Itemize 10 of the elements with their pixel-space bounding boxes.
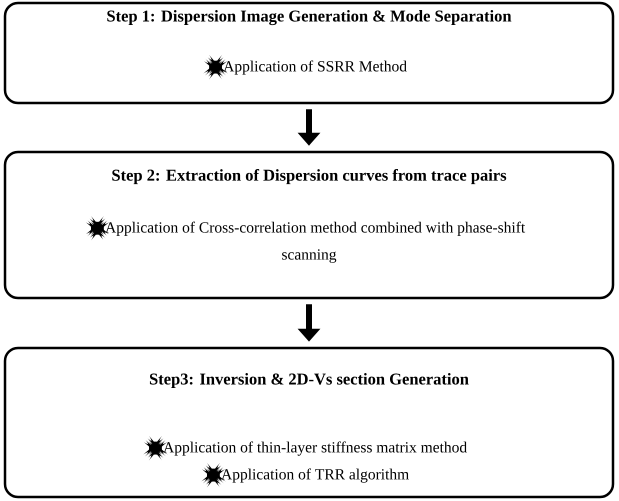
bullet-text: Application of SSRR Method xyxy=(223,60,407,75)
bullet-text: Application of thin-layer stiffness matrix method xyxy=(163,441,467,456)
bullet-text: Application of TRR algorithm xyxy=(221,468,409,483)
step-box xyxy=(4,2,614,104)
bullet-text: Application of Cross-correlation method combined with phase-shift scanning xyxy=(105,222,526,263)
step-heading: Step 1: Dispersion Image Generation & Mode Separation xyxy=(107,10,512,26)
step-heading: Step 2: Extraction of Dispersion curves from trace pairs xyxy=(112,169,506,184)
step-box xyxy=(4,150,614,300)
step-heading: Step3: Inversion & 2D-Vs section Generation xyxy=(150,373,469,388)
step-box xyxy=(4,346,614,498)
